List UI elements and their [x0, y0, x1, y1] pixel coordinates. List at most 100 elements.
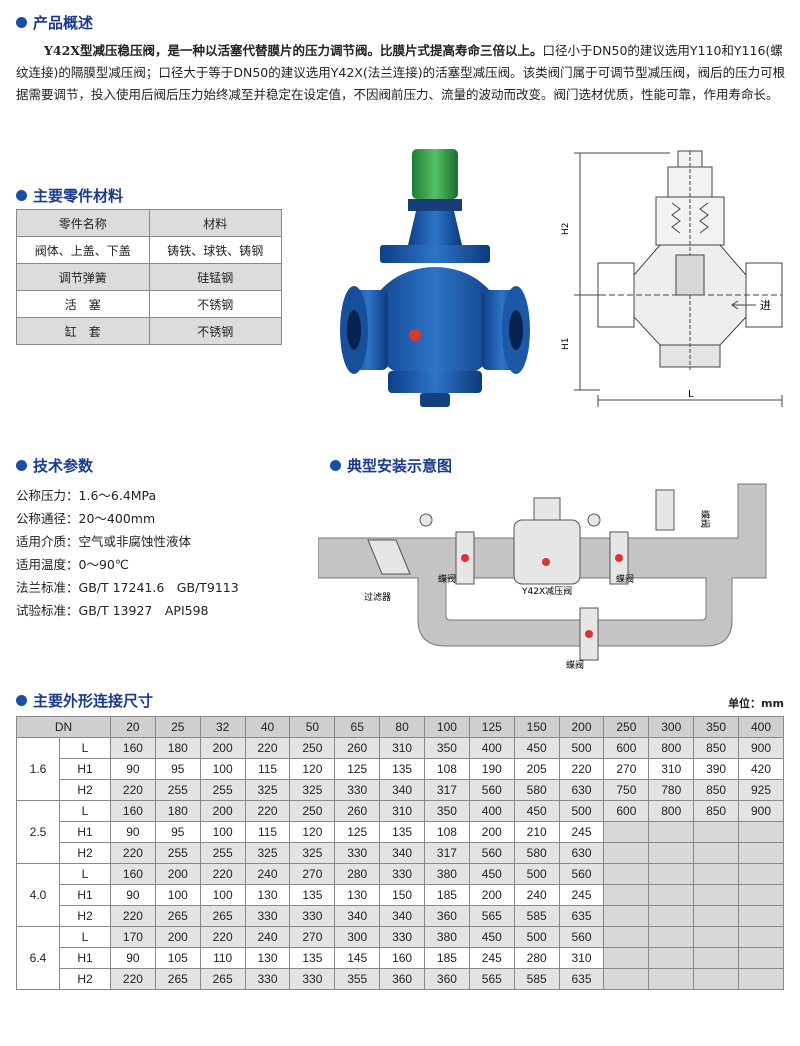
dim-label: H2 [59, 905, 111, 927]
dn-value: 250 [603, 716, 650, 738]
dim-cell: 135 [379, 758, 426, 780]
dim-cell: 255 [154, 842, 201, 864]
dim-cell: 340 [379, 842, 426, 864]
dim-cell: 635 [558, 905, 605, 927]
dim-cell: 205 [513, 758, 560, 780]
table-row: 活 塞不锈钢 [16, 290, 282, 318]
dim-cell: 780 [648, 779, 695, 801]
dim-cell: 255 [154, 779, 201, 801]
unit-label: 单位：mm [728, 697, 784, 710]
dim-cell: 220 [110, 905, 156, 927]
tech-item: 公称通径：20～400mm [16, 511, 156, 526]
dim-cell: 100 [199, 758, 246, 780]
part-name: 阀体、上盖、下盖 [16, 236, 150, 264]
dn-value: 20 [110, 716, 156, 738]
dim-cell: 250 [289, 737, 336, 759]
indicator-icon [409, 329, 421, 341]
dim-cell: 325 [289, 842, 336, 864]
dim-cell: 220 [199, 926, 246, 948]
inlet-label: 进 [760, 299, 771, 312]
dim-cell: 270 [603, 758, 650, 780]
pn-value: 1.6 [16, 737, 60, 801]
dim-cell: 450 [513, 737, 560, 759]
dim-cell: 200 [154, 926, 201, 948]
dim-cell: 400 [468, 800, 515, 822]
dim-cell: 565 [468, 968, 515, 990]
dim-cell: 310 [379, 800, 426, 822]
dim-cell: 200 [468, 884, 515, 906]
dim-cell: 135 [289, 947, 336, 969]
parts-title: 主要零件材料 [16, 185, 123, 206]
dim-cell: 210 [513, 821, 560, 843]
dim-cell [648, 905, 695, 927]
dim-cell: 350 [424, 800, 470, 822]
dim-cell: 500 [558, 737, 605, 759]
dim-cell: 340 [379, 779, 426, 801]
dim-cell: 135 [289, 884, 336, 906]
dim-cell: 330 [244, 905, 291, 927]
dim-cell: 90 [110, 947, 156, 969]
dim-cell [648, 821, 695, 843]
dim-cell: 220 [244, 800, 291, 822]
dim-cell: 630 [558, 842, 605, 864]
dim-cell: 108 [424, 758, 470, 780]
dim-cell: 630 [558, 779, 605, 801]
install-diagram: 过滤器 蝶阀 蝶阀 蝶阀 蝶阀 Y42X减压阀 [318, 483, 767, 670]
dn-value: 150 [513, 716, 560, 738]
dim-cell: 260 [334, 800, 381, 822]
dim-cell: 90 [110, 758, 156, 780]
dim-cell: 250 [289, 800, 336, 822]
overview-title: 产品概述 [16, 12, 93, 33]
filter-label: 过滤器 [364, 591, 391, 603]
dim-cell: 180 [154, 800, 201, 822]
dim-cell: 925 [738, 779, 784, 801]
dim-cell: 95 [154, 758, 201, 780]
dim-cell [738, 968, 784, 990]
dim-cell [603, 947, 650, 969]
tech-item: 适用温度：0～90℃ [16, 557, 129, 572]
overview-lead: Y42X型减压稳压阀，是一种以活塞代替膜片的压力调节阀。比膜片式提高寿命三倍以上… [44, 43, 543, 58]
dim-cell: 245 [558, 821, 605, 843]
dim-cell: 125 [334, 758, 381, 780]
dim-cell: 560 [468, 842, 515, 864]
dim-cell: 580 [513, 842, 560, 864]
butterfly-label-3: 蝶阀 [566, 659, 584, 670]
dim-cell: 585 [513, 968, 560, 990]
dim-cell: 160 [110, 800, 156, 822]
install-title: 典型安装示意图 [330, 455, 452, 476]
dim-cell: 420 [738, 758, 784, 780]
dim-cell: 360 [424, 968, 470, 990]
part-name: 缸 套 [16, 317, 150, 345]
dim-cell: 355 [334, 968, 381, 990]
butterfly-label-1: 蝶阀 [438, 573, 456, 585]
dim-label: H1 [59, 947, 111, 969]
pn-value: 2.5 [16, 800, 60, 864]
dim-cell: 360 [379, 968, 426, 990]
dim-cell: 270 [289, 926, 336, 948]
dim-cell: 185 [424, 947, 470, 969]
bullet-icon [16, 17, 27, 28]
dim-cell: 265 [154, 905, 201, 927]
dim-cell [603, 905, 650, 927]
tech-item: 试验标准：GB/T 13927 API598 [16, 603, 209, 618]
dim-cell: 108 [424, 821, 470, 843]
dim-cell: 500 [513, 926, 560, 948]
dim-cell: 800 [648, 737, 695, 759]
dim-cell: 220 [199, 863, 246, 885]
dim-cell: 130 [334, 884, 381, 906]
dim-cell: 270 [289, 863, 336, 885]
dn-header: DN [16, 716, 111, 738]
tech-item: 公称压力：1.6～6.4MPa [16, 488, 157, 503]
parts-header-cell: 材料 [148, 209, 282, 237]
pn-value: 6.4 [16, 926, 60, 990]
dim-cell: 450 [468, 926, 515, 948]
tech-item: 适用介质：空气或非腐蚀性液体 [16, 534, 192, 549]
dim-cell: 170 [110, 926, 156, 948]
dim-cell [738, 863, 784, 885]
dim-cell [693, 863, 740, 885]
dim-cell: 330 [289, 905, 336, 927]
dim-cell: 160 [110, 863, 156, 885]
